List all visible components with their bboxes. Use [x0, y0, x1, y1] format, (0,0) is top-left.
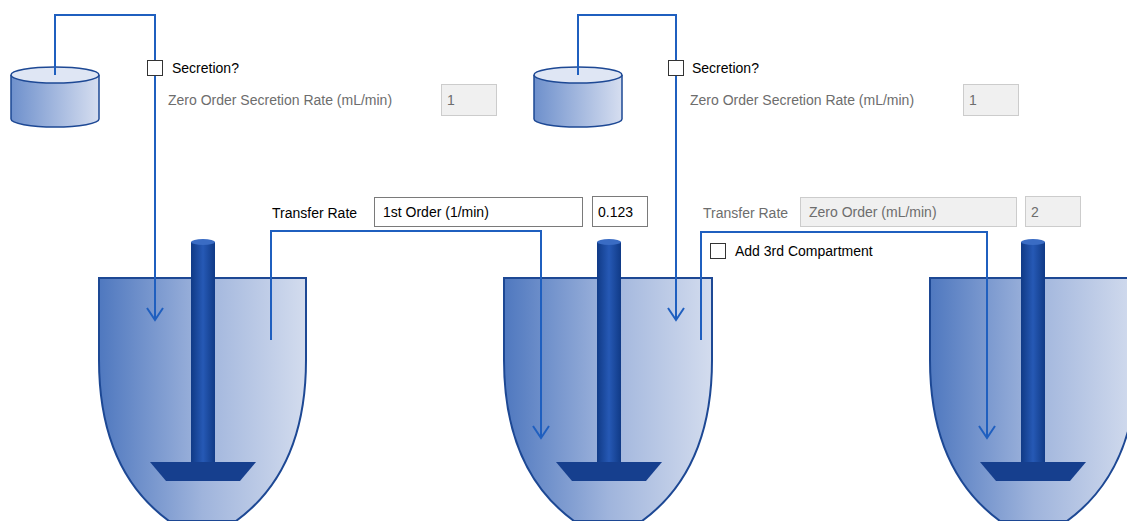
field-value: 1 [447, 92, 455, 108]
text-input: 2 [1025, 196, 1081, 227]
field-label: Zero Order Secretion Rate (mL/min) [168, 92, 392, 108]
field-label: Transfer Rate [272, 205, 357, 221]
field-value: Zero Order (mL/min) [809, 204, 937, 220]
dropdown-box: Zero Order (mL/min) [800, 197, 1017, 227]
field-label: Transfer Rate [703, 205, 788, 221]
text-input: 1 [963, 84, 1019, 116]
field-value: 0.123 [598, 204, 633, 220]
field-label: Zero Order Secretion Rate (mL/min) [690, 92, 914, 108]
field-value: 1st Order (1/min) [383, 204, 489, 220]
checkbox-label: Add 3rd Compartment [735, 243, 873, 259]
checkbox-label: Secretion? [172, 60, 239, 76]
checkbox [148, 61, 726, 259]
text-input: 0.123 [592, 196, 648, 227]
field-value: 1 [969, 92, 977, 108]
reservoir [11, 67, 622, 127]
text-input: 1 [441, 84, 497, 116]
checkbox-label: Secretion? [692, 60, 759, 76]
dropdown-box: 1st Order (1/min) [374, 197, 583, 227]
field-value: 2 [1031, 204, 1039, 220]
paddle [150, 239, 1086, 481]
